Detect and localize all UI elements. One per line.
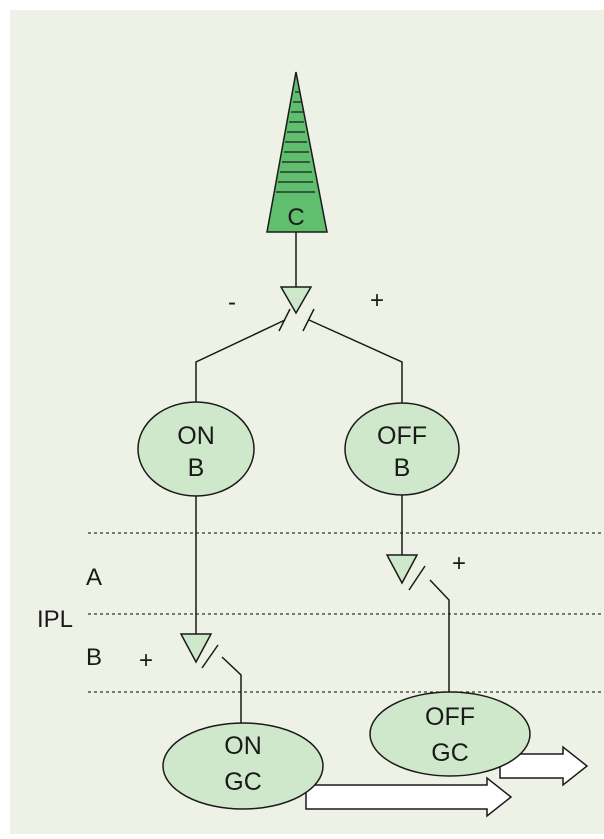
on-ganglion-cell: ON GC xyxy=(162,722,324,810)
on-bipolar-label-line1: ON xyxy=(177,422,215,450)
on-synapse-terminal xyxy=(179,633,213,664)
off-ganglion-output-arrow xyxy=(499,745,589,787)
layer-label-ipl: IPL xyxy=(37,606,73,633)
cone-disc-lines xyxy=(276,91,315,193)
cone-synapse-plus-sign: + xyxy=(370,287,384,314)
off-synapse xyxy=(385,495,450,700)
layer-label-a: A xyxy=(86,564,102,591)
on-ganglion-label-line1: ON xyxy=(224,732,262,760)
cone-photoreceptor: C xyxy=(266,71,328,233)
off-ganglion-label-line2: GC xyxy=(431,739,469,767)
on-bipolar-cell: ON B xyxy=(137,401,255,497)
cone-label: C xyxy=(287,204,304,231)
off-ganglion-label-line1: OFF xyxy=(425,703,475,731)
off-bipolar-label-line2: B xyxy=(394,454,411,482)
off-ganglion-cell: OFF GC xyxy=(369,691,531,777)
cone-synapse-terminal xyxy=(279,286,313,315)
on-synapse-plus-sign: + xyxy=(139,647,153,674)
on-ganglion-output-arrow xyxy=(305,776,513,818)
off-synapse-terminal xyxy=(385,554,419,585)
off-ganglion-body xyxy=(369,691,531,777)
off-synapse-plus-sign: + xyxy=(452,550,466,577)
on-ganglion-body xyxy=(162,722,324,810)
cone-synapse xyxy=(195,232,403,412)
on-bipolar-label-line2: B xyxy=(188,454,205,482)
on-ganglion-label-line2: GC xyxy=(224,768,262,796)
off-bipolar-cell: OFF B xyxy=(344,402,460,496)
on-synapse xyxy=(179,496,242,727)
layer-label-b: B xyxy=(86,644,102,671)
off-bipolar-label-line1: OFF xyxy=(377,422,427,450)
cone-synapse-minus-sign: - xyxy=(228,289,236,316)
